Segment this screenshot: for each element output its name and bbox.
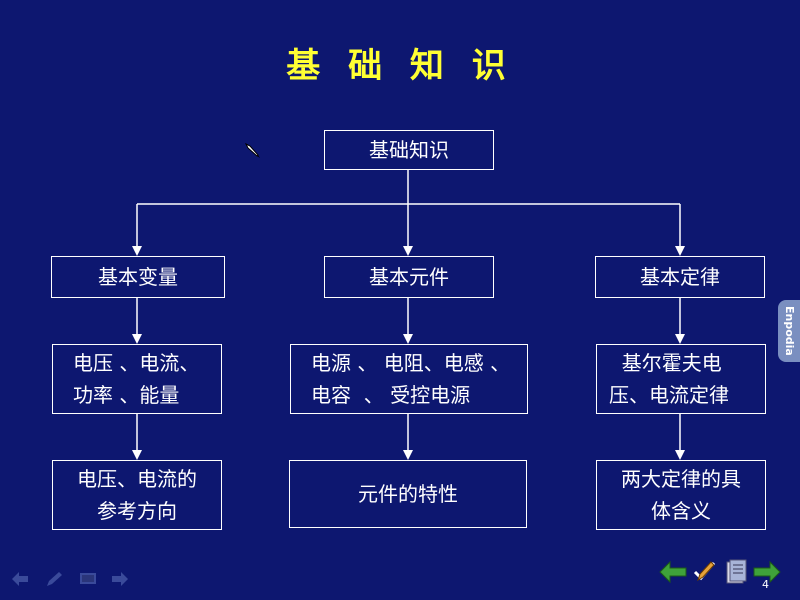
side-tab[interactable]: Enpodia [778,300,800,362]
node-component-list-label: 电源 、 电阻、电感 、 电容 、 受控电源 [311,351,511,407]
slide-title: 基 础 知 识 [286,46,514,86]
node-reference-direction-label: 电压、电流的 参考方向 [77,467,197,523]
node-component-characteristics: 元件的特性 [289,460,527,528]
node-component-characteristics-label: 元件的特性 [358,482,458,506]
node-laws-meaning-label: 两大定律的具 体含义 [621,467,741,523]
page-number: 4 [762,578,769,591]
node-basic-components-label: 基本元件 [369,265,449,289]
node-kirchhoff-laws-label: 基尔霍夫电 压、电流定律 [609,351,729,407]
node-reference-direction: 电压、电流的 参考方向 [52,460,222,530]
forward-green-arrow-icon[interactable] [752,560,782,584]
node-basic-laws: 基本定律 [595,256,765,298]
node-component-list: 电源 、 电阻、电感 、 电容 、 受控电源 [290,344,528,414]
arrow-left-icon[interactable] [10,570,30,588]
node-basic-variables-label: 基本变量 [98,265,178,289]
pen-icon[interactable] [44,570,64,588]
node-variable-list-label: 电压 、电流、 功率 、能量 [73,351,200,407]
node-kirchhoff-laws: 基尔霍夫电 压、电流定律 [596,344,766,414]
pencil-check-icon[interactable] [692,558,718,584]
screen-icon[interactable] [78,570,98,588]
pen-cursor-icon [244,142,260,158]
arrow-right-icon[interactable] [110,570,130,588]
node-root-label: 基础知识 [369,138,449,162]
node-basic-laws-label: 基本定律 [640,265,720,289]
document-icon[interactable] [724,558,748,586]
node-root: 基础知识 [324,130,494,170]
back-green-arrow-icon[interactable] [658,560,688,584]
node-laws-meaning: 两大定律的具 体含义 [596,460,766,530]
node-basic-variables: 基本变量 [51,256,225,298]
node-basic-components: 基本元件 [324,256,494,298]
node-variable-list: 电压 、电流、 功率 、能量 [52,344,222,414]
